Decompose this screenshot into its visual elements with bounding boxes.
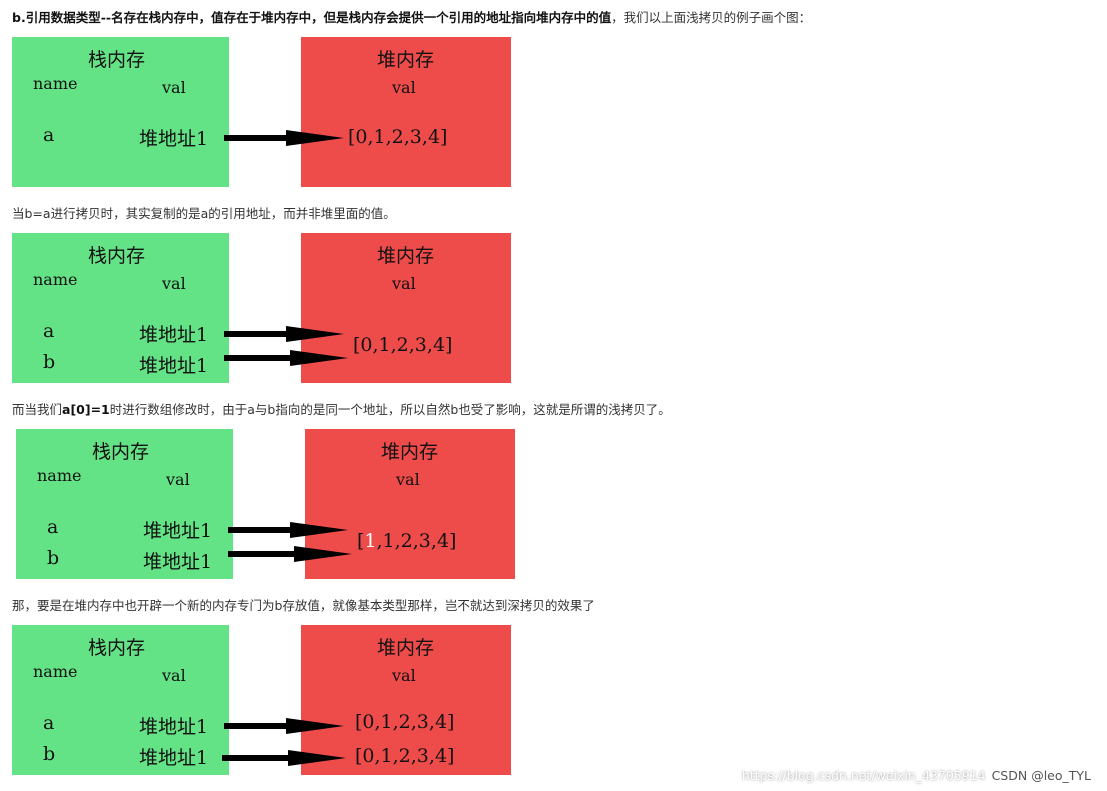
heap-array-rest: ,1,2,3,4]	[367, 126, 448, 148]
heap-val-header: val	[396, 470, 420, 489]
heap-array-first: 0	[360, 334, 373, 356]
name-header: name	[33, 662, 78, 681]
stack-row-a-addr: 堆地址1	[139, 324, 209, 346]
caption-3-bold: a[0]=1	[62, 402, 110, 417]
heap-val-header: val	[392, 274, 416, 293]
caption-3: 而当我们a[0]=1时进行数组修改时，由于a与b指向的是同一个地址，所以自然b也…	[12, 401, 671, 419]
diagram-3: 栈内存 name val a 堆地址1 b 堆地址1 堆内存 val [1,1,…	[0, 429, 1107, 581]
stack-box: 栈内存 name val a 堆地址1 b 堆地址1	[12, 625, 229, 775]
heap-array-open: [	[353, 334, 361, 356]
heap-array: [0,1,2,3,4]	[348, 126, 447, 148]
stack-row-b-name: b	[43, 743, 56, 765]
stack-row-b-addr: 堆地址1	[139, 355, 209, 377]
stack-title: 栈内存	[88, 245, 146, 267]
heap-title: 堆内存	[377, 245, 435, 267]
stack-row-a-addr: 堆地址1	[139, 716, 209, 738]
heap-box: 堆内存 val [0,1,2,3,4]	[301, 37, 511, 187]
stack-title: 栈内存	[88, 49, 146, 71]
diagram-1: 栈内存 name val a 堆地址1 堆内存 val [0,1,2,3,4]	[0, 37, 1107, 189]
arrows	[228, 522, 352, 562]
arrows	[222, 718, 346, 766]
caption-2-text: 当b=a进行拷贝时，其实复制的是a的引用地址，而并非堆里面的值。	[12, 206, 396, 221]
stack-row-name: a	[43, 124, 55, 146]
caption-1-bold: b.引用数据类型--名存在栈内存中，值存在于堆内存中，但是栈内存会提供一个引用的…	[12, 10, 612, 25]
heap-array-rest: ,1,2,3,4]	[372, 334, 453, 356]
arrow-b-head	[294, 546, 352, 562]
arrow-a-head	[286, 718, 344, 734]
heap-array-open: [	[357, 530, 365, 552]
stack-row-addr: 堆地址1	[139, 128, 209, 150]
arrow-a-head	[286, 130, 344, 146]
heap-array: [0,1,2,3,4]	[353, 334, 452, 356]
watermark: https://blog.csdn.net/weixin_43705914 CS…	[742, 768, 1093, 783]
caption-4-text: 那，要是在堆内存中也开辟一个新的内存专门为b存放值，就像基本类型那样，岂不就达到…	[12, 598, 595, 613]
heap-array-b-open: [	[355, 745, 363, 767]
arrow-a-head	[290, 522, 348, 538]
heap-array-a-open: [	[355, 711, 363, 733]
stack-box: 栈内存 name val a 堆地址1 b 堆地址1	[12, 233, 229, 383]
stack-box: 栈内存 name val a 堆地址1	[12, 37, 229, 187]
caption-4: 那，要是在堆内存中也开辟一个新的内存专门为b存放值，就像基本类型那样，岂不就达到…	[12, 597, 595, 615]
heap-array-a-first: 0	[362, 711, 375, 733]
name-header: name	[33, 74, 78, 93]
diagram-4: 栈内存 name val a 堆地址1 b 堆地址1 堆内存 val [0,1,…	[0, 625, 1107, 777]
heap-array-a: [0,1,2,3,4]	[355, 711, 454, 733]
heap-array-first: 0	[355, 126, 368, 148]
stack-title: 栈内存	[88, 637, 146, 659]
heap-array-rest: ,1,2,3,4]	[376, 530, 457, 552]
stack-row-a-name: a	[43, 712, 55, 734]
heap-array-b: [0,1,2,3,4]	[355, 745, 454, 767]
val-header: val	[162, 274, 186, 293]
caption-1: b.引用数据类型--名存在栈内存中，值存在于堆内存中，但是栈内存会提供一个引用的…	[12, 9, 811, 27]
caption-1-rest: ，我们以上面浅拷贝的例子画个图：	[611, 10, 812, 25]
heap-array-b-first: 0	[362, 745, 375, 767]
stack-row-a-name: a	[47, 516, 59, 538]
heap-array-open: [	[348, 126, 356, 148]
heap-val-header: val	[392, 666, 416, 685]
watermark-url: https://blog.csdn.net/weixin_43705914	[741, 768, 986, 783]
heap-array: [1,1,2,3,4]	[357, 530, 456, 552]
heap-array-first-highlighted: 1	[364, 530, 377, 552]
arrows	[224, 326, 348, 366]
caption-3-rest: 时进行数组修改时，由于a与b指向的是同一个地址，所以自然b也受了影响，这就是所谓…	[109, 402, 671, 417]
watermark-brand: CSDN @leo_TYL	[989, 768, 1093, 783]
val-header: val	[162, 78, 186, 97]
val-header: val	[162, 666, 186, 685]
stack-title: 栈内存	[92, 441, 150, 463]
heap-title: 堆内存	[377, 637, 435, 659]
heap-box: 堆内存 val [0,1,2,3,4] [0,1,2,3,4]	[301, 625, 511, 775]
val-header: val	[166, 470, 190, 489]
name-header: name	[37, 466, 82, 485]
stack-row-b-addr: 堆地址1	[143, 551, 213, 573]
stack-row-a-name: a	[43, 320, 55, 342]
stack-row-a-addr: 堆地址1	[143, 520, 213, 542]
heap-val-header: val	[392, 78, 416, 97]
stack-row-b-addr: 堆地址1	[139, 747, 209, 769]
arrow-b-head	[288, 750, 346, 766]
diagram-2: 栈内存 name val a 堆地址1 b 堆地址1 堆内存 val [0,1,…	[0, 233, 1107, 385]
heap-box: 堆内存 val [0,1,2,3,4]	[301, 233, 511, 383]
caption-3-pre: 而当我们	[12, 402, 63, 417]
heap-array-b-rest: ,1,2,3,4]	[374, 745, 455, 767]
stack-row-b-name: b	[43, 351, 56, 373]
heap-title: 堆内存	[381, 441, 439, 463]
name-header: name	[33, 270, 78, 289]
arrow-b-head	[290, 350, 348, 366]
caption-2: 当b=a进行拷贝时，其实复制的是a的引用地址，而并非堆里面的值。	[12, 205, 396, 223]
arrows	[224, 130, 344, 146]
heap-title: 堆内存	[377, 49, 435, 71]
stack-box: 栈内存 name val a 堆地址1 b 堆地址1	[16, 429, 233, 579]
heap-array-a-rest: ,1,2,3,4]	[374, 711, 455, 733]
stack-row-b-name: b	[47, 547, 60, 569]
arrow-a-head	[286, 326, 344, 342]
